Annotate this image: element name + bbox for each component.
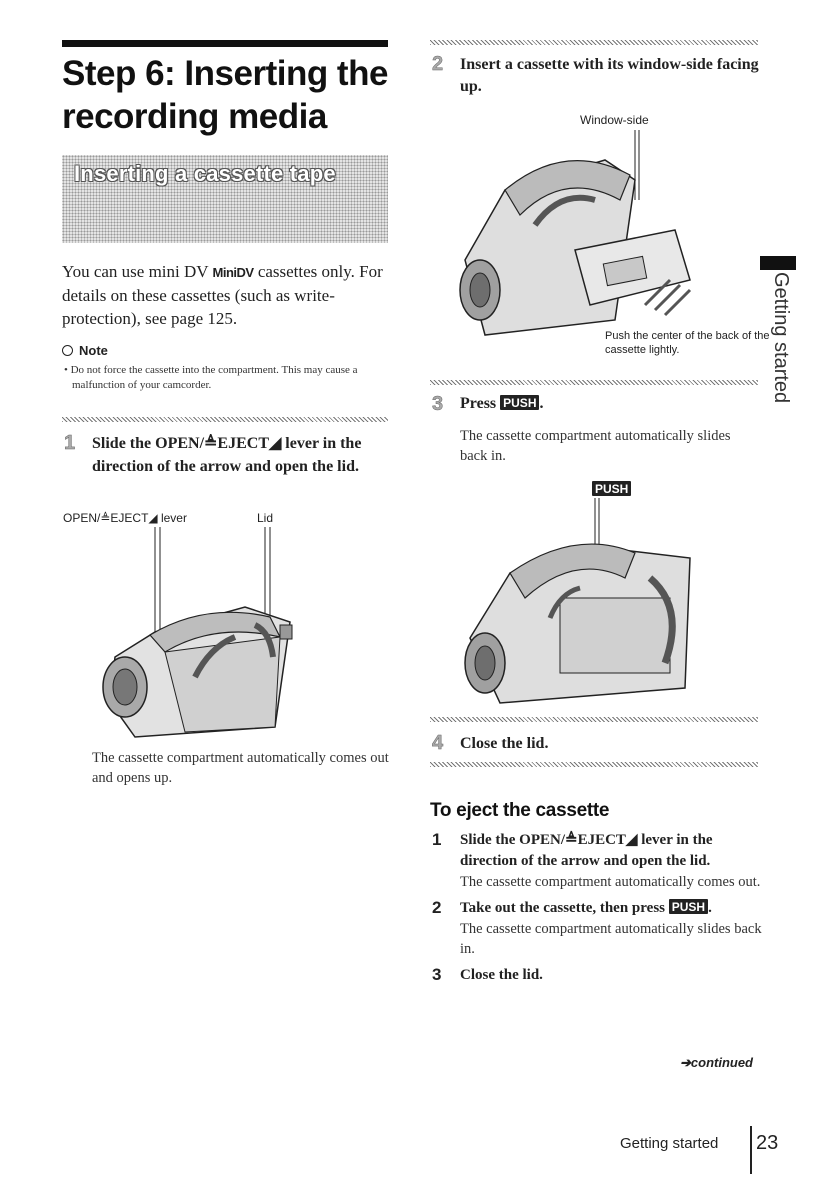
page-number: 23 (756, 1132, 779, 1154)
step-2-number: 2 (432, 53, 444, 76)
side-tab-marker (760, 256, 796, 270)
step-3-text-prefix: Press (460, 395, 501, 412)
mini-dv-logo: MiniDV (212, 265, 255, 280)
step-4-rule-bottom (430, 762, 758, 767)
figure-2-label-window-side: Window-side (580, 113, 649, 127)
note-text: • Do not force the cassette into the com… (64, 364, 358, 391)
figure-3-push-key: PUSH (592, 481, 632, 496)
step-1-instruction: Slide the OPEN/≜EJECT◢ lever in the dire… (92, 435, 362, 475)
step-3-text-suffix: . (539, 395, 544, 412)
step-3-result: The cassette compartment automatically s… (460, 428, 731, 464)
eject-step-3-number: 3 (432, 965, 442, 984)
note-heading: Note (62, 343, 108, 358)
eject-step-2-number: 2 (432, 898, 442, 917)
intro-text-1: You can use mini DV (62, 262, 213, 281)
eject-steps-list: 1 Slide the OPEN/≜EJECT◢ lever in the di… (430, 830, 770, 992)
step-1-number: 1 (64, 432, 76, 455)
eject-step-3: 3 Close the lid. (430, 965, 770, 986)
cassette-insert-illustration (459, 130, 692, 336)
footer-divider (750, 1126, 752, 1174)
step-3-rule (430, 380, 758, 385)
eject-step-1-instruction: Slide the OPEN/≜EJECT◢ lever in the dire… (460, 832, 713, 869)
figure-1-label-lever: OPEN/≜EJECT◢ lever (63, 511, 187, 525)
eject-step-2-result: The cassette compartment automatically s… (460, 921, 762, 957)
side-tab-label: Getting started (770, 272, 794, 404)
step-2-rule (430, 40, 758, 45)
push-key-label: PUSH (500, 395, 540, 410)
intro-text-2: cassettes only. For details on these cas… (62, 262, 383, 328)
footer-section-name: Getting started (620, 1135, 719, 1152)
intro-paragraph: You can use mini DV MiniDV cassettes onl… (62, 260, 392, 330)
eject-step-2-prefix: Take out the cassette, then press (460, 900, 669, 916)
figure-3-label-push: PUSH (592, 481, 632, 499)
step-4-instruction: Close the lid. (460, 735, 549, 752)
eject-heading: To eject the cassette (430, 800, 610, 821)
step-4-rule-top (430, 717, 758, 722)
section-banner: Inserting a cassette tape (62, 155, 388, 243)
eject-step-1-number: 1 (432, 830, 442, 849)
step-3-instruction: Press PUSH. (460, 395, 543, 413)
step-4-number: 4 (432, 732, 444, 755)
page-title-line-2: recording media (62, 97, 327, 136)
cassette-compartment-close-illustration (464, 498, 691, 704)
figure-1-label-lid: Lid (257, 511, 274, 525)
eject-step-2: 2 Take out the cassette, then press PUSH… (430, 898, 770, 959)
page-title-line-1: Step 6: Inserting the (62, 54, 388, 93)
step-1-result: The cassette compartment automatically c… (92, 750, 389, 786)
note-heading-text: Note (79, 343, 108, 358)
step-2-instruction: Insert a cassette with its window-side f… (460, 56, 759, 95)
step-3-number: 3 (432, 393, 444, 416)
title-rule (62, 40, 388, 47)
eject-step-2-instruction: Take out the cassette, then press PUSH. (460, 898, 770, 919)
continued-indicator: ➔continued (680, 1055, 753, 1070)
eject-step-3-instruction: Close the lid. (460, 967, 543, 983)
step-1-rule (62, 417, 388, 422)
eject-step-1: 1 Slide the OPEN/≜EJECT◢ lever in the di… (430, 830, 770, 892)
eject-push-key: PUSH (668, 899, 709, 914)
camcorder-open-lid-illustration (102, 527, 293, 738)
figure-2-caption: Push the center of the back of the casse… (605, 330, 770, 356)
page-title: Step 6: Inserting the recording media (62, 52, 392, 138)
eject-step-1-result: The cassette compartment automatically c… (460, 874, 761, 890)
section-banner-title: Inserting a cassette tape (74, 161, 336, 186)
note-icon (62, 345, 73, 356)
eject-step-2-suffix: . (708, 900, 712, 916)
side-tab-text: Getting started (770, 272, 792, 404)
